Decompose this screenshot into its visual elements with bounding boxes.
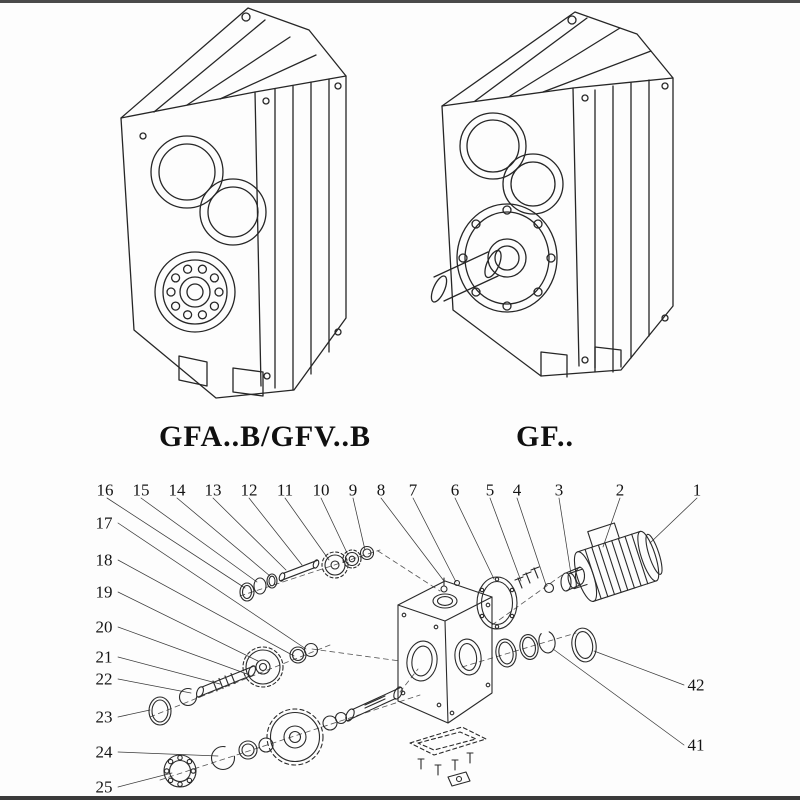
output-shaft-parts xyxy=(163,686,403,788)
callout-11: 11 xyxy=(276,480,294,500)
input-shaft-parts xyxy=(239,545,375,602)
callout-12: 12 xyxy=(240,480,258,500)
callout-24: 24 xyxy=(95,742,113,762)
callout-5: 5 xyxy=(485,480,495,500)
callout-2: 2 xyxy=(615,480,625,500)
callout-13: 13 xyxy=(204,480,222,500)
output-bearing xyxy=(154,251,236,333)
callout-8: 8 xyxy=(376,480,386,500)
callout-7: 7 xyxy=(408,480,418,500)
exploded-parts-diagram xyxy=(106,497,698,788)
fasteners-and-coupling xyxy=(514,566,586,594)
corner-screws xyxy=(567,15,669,364)
callout-16: 16 xyxy=(96,480,114,500)
motor xyxy=(567,522,663,602)
top-ribs xyxy=(153,19,317,113)
callout-4: 4 xyxy=(512,480,522,500)
callout-42: 42 xyxy=(687,675,705,695)
page-top-border xyxy=(0,0,800,3)
side-ribs xyxy=(274,78,330,391)
callout-22: 22 xyxy=(95,669,113,689)
callout-10: 10 xyxy=(312,480,330,500)
housing-outline xyxy=(441,11,674,377)
gearbox-line-drawing-gfab xyxy=(120,7,347,399)
callout-9: 9 xyxy=(348,480,358,500)
callout-21: 21 xyxy=(95,647,113,667)
seal-rings xyxy=(495,627,597,668)
callout-20: 20 xyxy=(95,617,113,637)
housing-outline xyxy=(120,7,347,399)
callout-41: 41 xyxy=(687,735,705,755)
callout-17: 17 xyxy=(95,513,113,533)
leader-lines xyxy=(106,497,698,788)
bottom-cover-plate xyxy=(409,726,487,787)
callout-3: 3 xyxy=(554,480,564,500)
flange-gasket xyxy=(476,576,518,630)
front-bores xyxy=(150,135,267,246)
callout-18: 18 xyxy=(95,550,113,570)
mounting-feet xyxy=(540,346,622,378)
model-label-gf: GF.. xyxy=(516,420,574,453)
top-ribs xyxy=(474,17,652,102)
gearbox-line-drawing-gf xyxy=(430,11,674,378)
callout-1: 1 xyxy=(692,480,702,500)
callout-15: 15 xyxy=(132,480,150,500)
mounting-feet xyxy=(178,355,264,397)
corner-screws xyxy=(139,12,342,380)
output-shaft xyxy=(430,249,502,303)
model-label-gfab: GFA..B/GFV..B xyxy=(159,420,371,453)
callout-23: 23 xyxy=(95,707,113,727)
callout-6: 6 xyxy=(450,480,460,500)
callout-19: 19 xyxy=(95,582,113,602)
callout-25: 25 xyxy=(95,777,113,797)
front-bores xyxy=(459,112,564,215)
side-ribs xyxy=(594,79,650,373)
gear-housing xyxy=(397,577,493,724)
callout-14: 14 xyxy=(168,480,186,500)
intermediate-shaft-parts xyxy=(148,642,319,726)
output-flange xyxy=(456,203,558,313)
page-bottom-border xyxy=(0,796,800,800)
